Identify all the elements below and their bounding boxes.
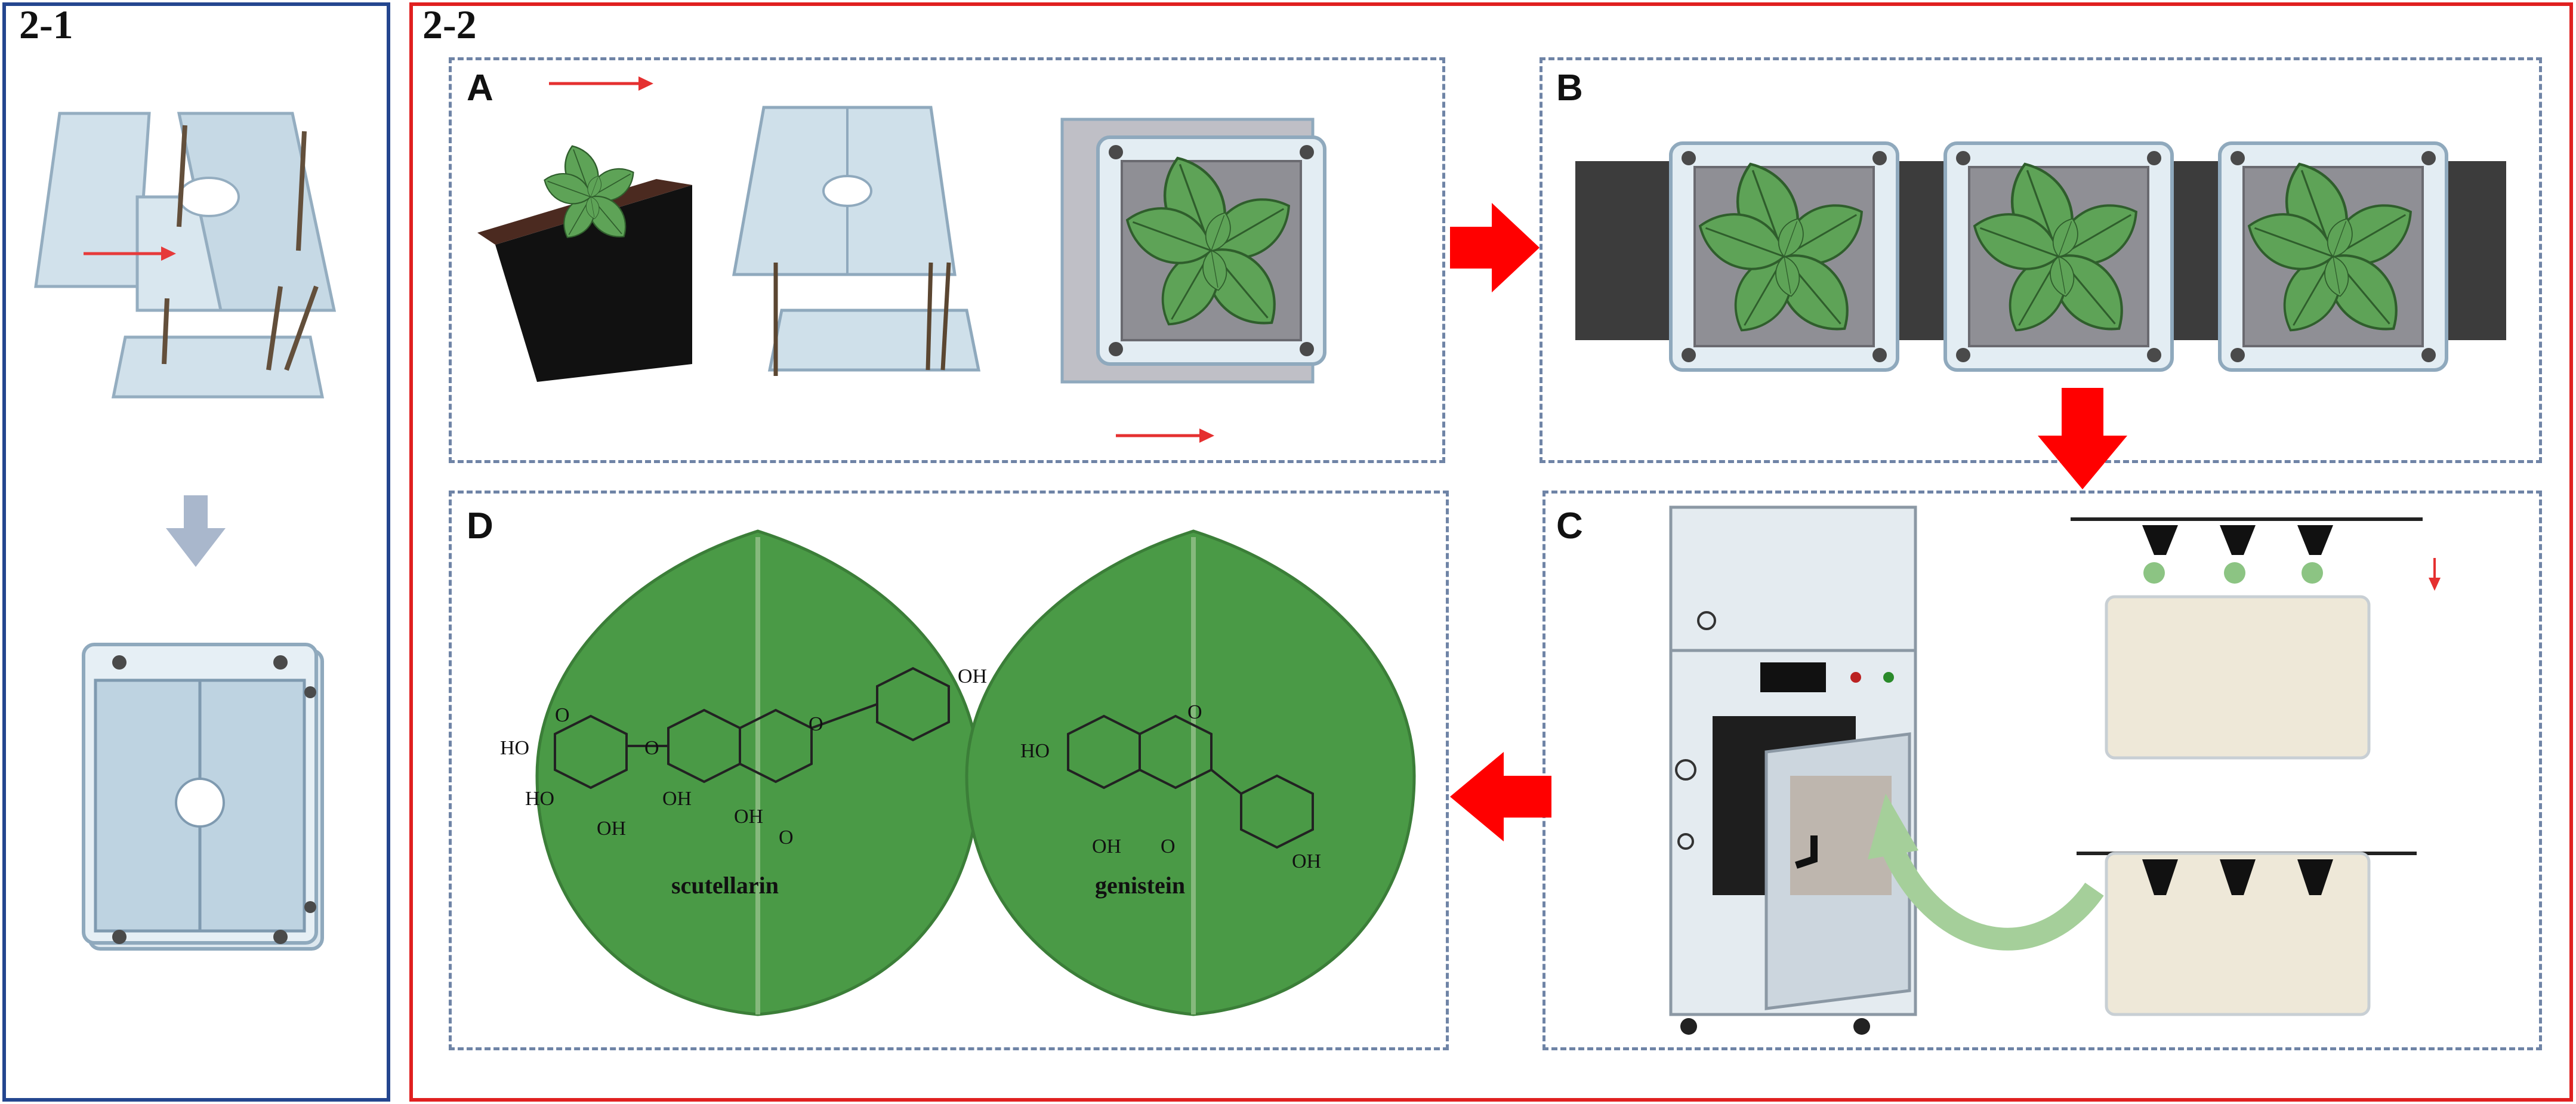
- gen-group-oh-1: OH: [1092, 835, 1122, 858]
- panel-2-1: [2, 2, 390, 1102]
- subpanel-a-label: A: [467, 67, 493, 109]
- scut-group-oh-1: OH: [958, 665, 988, 687]
- scut-group-o-1: O: [555, 704, 570, 726]
- panel-2-1-label: 2-1: [19, 2, 73, 47]
- scut-group-oh-2: OH: [662, 788, 692, 810]
- assembled-holder: [82, 643, 324, 951]
- scut-group-ho-2: HO: [525, 788, 555, 810]
- scut-group-o-3: O: [809, 713, 823, 735]
- subpanel-b-art: [1575, 143, 2506, 370]
- scutellarin-label: scutellarin: [671, 872, 779, 899]
- panel-2-2: [409, 2, 2573, 1102]
- exploded-holder: [34, 112, 337, 399]
- subpanel-a-frame: [449, 57, 1445, 463]
- subpanel-b-label: B: [1556, 67, 1583, 109]
- genistein-label: genistein: [1095, 872, 1186, 899]
- subpanel-a-art: [477, 76, 1325, 443]
- arrow-c-to-d-icon: [1450, 752, 1551, 841]
- scut-group-o-4: O: [779, 827, 794, 849]
- subpanel-c-art: [1669, 505, 2441, 1035]
- down-arrow-icon: [166, 495, 226, 567]
- subpanel-b-frame: [1540, 57, 2542, 463]
- subpanel-d-art: [535, 529, 1416, 1016]
- gen-group-o-1: O: [1187, 701, 1202, 723]
- subpanel-c-label: C: [1556, 505, 1583, 547]
- subpanel-c-frame: [1542, 491, 2542, 1050]
- arrow-a-to-b-icon: [1450, 203, 1540, 292]
- scut-group-oh-4: OH: [734, 806, 764, 828]
- gen-group-ho-1: HO: [1020, 740, 1050, 762]
- gen-group-oh-2: OH: [1292, 850, 1322, 872]
- subpanel-d-label: D: [467, 505, 493, 547]
- scut-group-oh-3: OH: [597, 818, 627, 840]
- panel-2-2-label: 2-2: [422, 2, 477, 47]
- gen-group-o-2: O: [1161, 835, 1176, 858]
- arrow-b-to-c-icon: [2038, 388, 2127, 489]
- subpanel-d-frame: [449, 491, 1449, 1050]
- scut-group-ho-1: HO: [500, 737, 530, 759]
- scut-group-o-2: O: [644, 737, 659, 759]
